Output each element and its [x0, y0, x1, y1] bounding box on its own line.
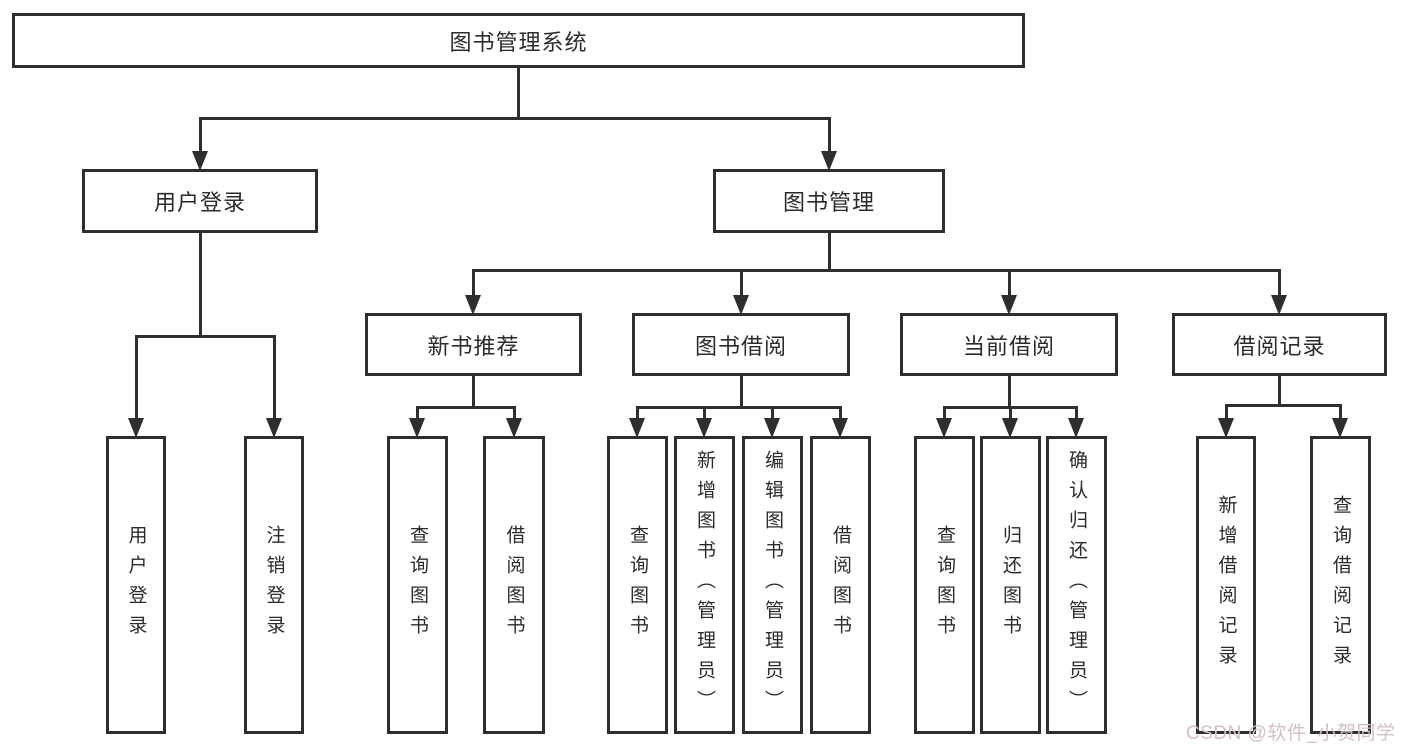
- node-label-leaf-query-book-2: 查询图书: [627, 525, 648, 645]
- connector-bar: [635, 405, 842, 409]
- node-label-leaf-return-book: 归还图书: [1000, 525, 1021, 645]
- connector-stem: [1277, 376, 1281, 407]
- arrow-stem: [415, 407, 419, 420]
- arrow-stem: [272, 336, 276, 420]
- diagram-node-leaf-edit-book: 编辑图书（管理员）: [742, 436, 803, 734]
- connector-bar: [1224, 403, 1342, 407]
- node-label-leaf-borrow-book-1: 借阅图书: [503, 525, 525, 645]
- connector-stem: [471, 376, 475, 409]
- diagram-node-leaf-return-book: 归还图书: [980, 436, 1041, 734]
- arrowhead-down-icon: [764, 418, 780, 438]
- diagram-node-leaf-logout: 注销登录: [244, 436, 304, 734]
- node-label-new-book-rec: 新书推荐: [427, 333, 520, 359]
- diagram-node-root: 图书管理系统: [12, 13, 1025, 68]
- diagram-node-new-book-rec: 新书推荐: [365, 313, 582, 376]
- node-label-book-mgmt: 图书管理: [782, 190, 875, 215]
- arrow-stem: [1277, 270, 1281, 297]
- arrowhead-down-icon: [465, 295, 481, 315]
- node-label-leaf-borrow-book-2: 借阅图书: [830, 525, 851, 645]
- arrowhead-down-icon: [832, 418, 848, 438]
- arrow-stem: [1008, 407, 1012, 420]
- connector-stem: [1007, 376, 1011, 409]
- arrow-stem: [471, 270, 475, 297]
- diagram-node-user-login: 用户登录: [82, 169, 318, 233]
- diagram-node-leaf-query-book-2: 查询图书: [607, 436, 668, 734]
- arrowhead-down-icon: [192, 151, 208, 171]
- diagram-node-leaf-query-borrow-record: 查询借阅记录: [1310, 436, 1371, 734]
- diagram-node-leaf-confirm-return: 确认归还（管理员）: [1046, 436, 1107, 734]
- node-label-leaf-confirm-return: 确认归还（管理员）: [1066, 450, 1087, 720]
- node-label-leaf-add-book: 新增图书（管理员）: [694, 450, 715, 720]
- diagram-node-book-borrow: 图书借阅: [632, 313, 850, 376]
- arrow-stem: [838, 407, 842, 420]
- arrow-stem: [1007, 270, 1011, 297]
- arrowhead-down-icon: [629, 418, 645, 438]
- arrowhead-down-icon: [266, 418, 282, 438]
- connector-bar: [198, 116, 831, 120]
- arrow-stem: [1338, 405, 1342, 420]
- connector-bar: [134, 334, 276, 338]
- connector-stem: [827, 233, 831, 272]
- diagram-node-leaf-user-login: 用户登录: [106, 436, 166, 734]
- node-label-leaf-query-book-1: 查询图书: [407, 525, 428, 645]
- connector-stem: [739, 376, 743, 409]
- arrow-stem: [702, 407, 706, 420]
- diagram-node-book-mgmt: 图书管理: [713, 169, 945, 233]
- csdn-watermark: CSDN @软件_小贺同学: [1186, 723, 1396, 744]
- node-label-leaf-edit-book: 编辑图书（管理员）: [762, 450, 783, 720]
- arrowhead-down-icon: [128, 418, 144, 438]
- connector-bar: [471, 268, 1281, 272]
- arrow-stem: [770, 407, 774, 420]
- connector-bar: [415, 405, 516, 409]
- arrowhead-down-icon: [696, 418, 712, 438]
- diagram-node-current-borrow: 当前借阅: [900, 313, 1118, 376]
- diagram-node-leaf-query-book-1: 查询图书: [387, 436, 448, 734]
- arrow-stem: [198, 118, 202, 153]
- arrowhead-down-icon: [1271, 295, 1287, 315]
- arrowhead-down-icon: [821, 151, 837, 171]
- node-label-leaf-query-borrow-record: 查询借阅记录: [1330, 495, 1351, 675]
- arrowhead-down-icon: [1332, 418, 1348, 438]
- node-label-leaf-add-borrow-record: 新增借阅记录: [1215, 495, 1237, 675]
- arrow-stem: [827, 118, 831, 153]
- arrow-stem: [942, 407, 946, 420]
- arrowhead-down-icon: [733, 295, 749, 315]
- diagram-node-leaf-add-book: 新增图书（管理员）: [674, 436, 735, 734]
- arrow-stem: [739, 270, 743, 297]
- node-label-borrow-records: 借阅记录: [1233, 333, 1326, 359]
- diagram-node-leaf-borrow-book-1: 借阅图书: [483, 436, 545, 734]
- arrowhead-down-icon: [1218, 418, 1234, 438]
- node-label-current-borrow: 当前借阅: [962, 333, 1055, 359]
- connector-stem: [198, 233, 202, 338]
- node-label-leaf-query-book-3: 查询图书: [934, 525, 955, 645]
- arrow-stem: [635, 407, 639, 420]
- diagram-node-leaf-add-borrow-record: 新增借阅记录: [1196, 436, 1256, 734]
- connector-stem: [516, 68, 520, 120]
- diagram-node-leaf-borrow-book-2: 借阅图书: [810, 436, 871, 734]
- arrowhead-down-icon: [1002, 418, 1018, 438]
- node-label-root: 图书管理系统: [449, 29, 588, 55]
- node-label-user-login: 用户登录: [153, 190, 246, 215]
- arrowhead-down-icon: [936, 418, 952, 438]
- arrow-stem: [512, 407, 516, 420]
- node-label-book-borrow: 图书借阅: [694, 333, 787, 359]
- arrow-stem: [1224, 405, 1228, 420]
- arrow-stem: [134, 336, 138, 420]
- arrow-stem: [1074, 407, 1078, 420]
- node-label-leaf-logout: 注销登录: [263, 525, 285, 645]
- arrowhead-down-icon: [409, 418, 425, 438]
- node-label-leaf-user-login: 用户登录: [125, 525, 147, 645]
- diagram-node-leaf-query-book-3: 查询图书: [914, 436, 975, 734]
- arrowhead-down-icon: [1001, 295, 1017, 315]
- arrowhead-down-icon: [1068, 418, 1084, 438]
- diagram-node-borrow-records: 借阅记录: [1172, 313, 1387, 376]
- arrowhead-down-icon: [506, 418, 522, 438]
